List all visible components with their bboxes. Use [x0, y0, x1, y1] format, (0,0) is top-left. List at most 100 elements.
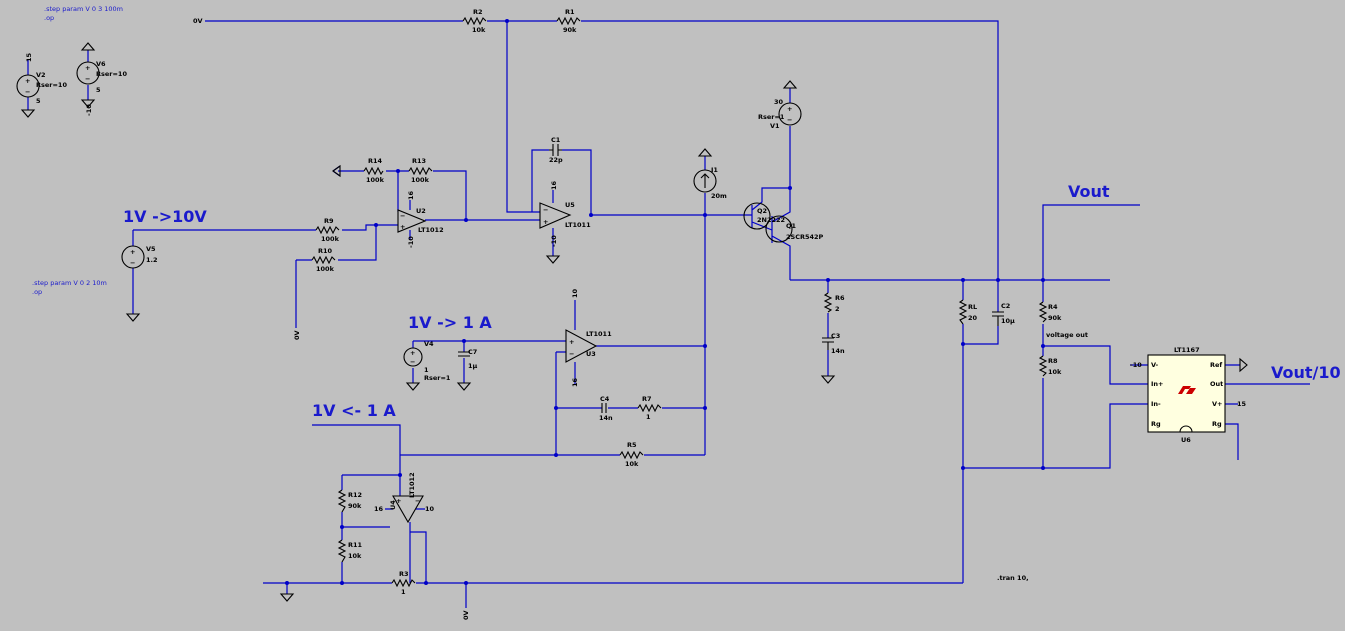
svg-text:−: − [569, 350, 574, 358]
U5-name: U5 [565, 201, 575, 209]
resistor-R1 [556, 16, 581, 26]
C4-value: 14n [599, 414, 613, 422]
svg-text:−: − [25, 88, 30, 96]
V1-name: V1 [770, 122, 780, 130]
U4-model: LT1012 [408, 472, 416, 498]
C3-value: 14n [831, 347, 845, 355]
voltage-source-V2: +− [16, 74, 40, 98]
C1-value: 22p [549, 156, 563, 164]
Q2-model: 2N2222 [757, 216, 785, 224]
R14-name: R14 [368, 157, 383, 165]
U3-model: LT1011 [586, 330, 612, 338]
capacitor-C4 [601, 403, 607, 413]
R14-value: 100k [366, 176, 385, 184]
R7-name: R7 [642, 395, 652, 403]
R4-name: R4 [1048, 303, 1058, 311]
R2-value: 10k [472, 26, 486, 34]
R3-value: 1 [401, 588, 406, 596]
net-0v-bottom: 0V [462, 610, 470, 620]
labels: .step param V 0 3 100m .op .step param V… [25, 5, 1341, 620]
R10-value: 100k [316, 265, 335, 273]
U6-pin-out: Out [1210, 380, 1223, 388]
svg-text:+: + [400, 223, 405, 231]
sources: +− +− +− +− +− [16, 42, 802, 367]
U2-vp: 16 [407, 190, 415, 200]
svg-text:−: − [130, 259, 135, 267]
R11-value: 10k [348, 552, 362, 560]
directive-step1: .step param V 0 3 100m [44, 5, 123, 13]
R4-value: 90k [1048, 314, 1062, 322]
capacitor-C3 [822, 337, 834, 350]
net-0v-top: 0V [193, 17, 203, 25]
R1-name: R1 [565, 8, 575, 16]
U6-pin-ref: Ref [1210, 361, 1222, 369]
resistor-R8 [1038, 355, 1048, 377]
V2-value: Rser=10 [36, 81, 67, 89]
U3-name: U3 [586, 350, 596, 358]
opamp-U5: −+ [539, 202, 572, 229]
R3-name: R3 [399, 570, 409, 578]
resistor-R7 [637, 403, 662, 413]
resistor-RL [958, 299, 968, 325]
U6-pin-inp: In+ [1151, 380, 1164, 388]
label-vout: Vout [1068, 182, 1110, 201]
transistor-Q2 [743, 202, 771, 230]
V6-n: -10 [85, 104, 93, 116]
capacitors [458, 144, 1004, 413]
resistor-R13 [408, 166, 433, 176]
directive-step2: .step param V 0 2 10m [32, 279, 107, 287]
C2-name: C2 [1001, 302, 1010, 310]
U6-pin-vp: V+ [1212, 400, 1222, 408]
R9-name: R9 [324, 217, 334, 225]
svg-text:+: + [396, 497, 401, 505]
resistor-R9 [315, 225, 340, 235]
svg-text:−: − [543, 206, 548, 214]
label-vin-ref: 1V ->10V [123, 207, 207, 226]
V6-name: V6 [96, 60, 106, 68]
R13-name: R13 [412, 157, 426, 165]
transistors [743, 202, 793, 243]
U2-model: LT1012 [418, 226, 444, 234]
U5-model: LT1011 [565, 221, 591, 229]
U3-vp: 10 [571, 288, 579, 298]
resistor-R4 [1038, 301, 1048, 323]
resistor-R5 [619, 450, 644, 460]
current-source-I1 [693, 169, 717, 193]
svg-text:+: + [25, 77, 30, 85]
R8-name: R8 [1048, 357, 1058, 365]
junctions [285, 19, 1045, 585]
capacitor-C2 [992, 311, 1004, 326]
directive-op2: .op [32, 288, 42, 296]
directive-op1: .op [44, 14, 54, 22]
R5-value: 10k [625, 460, 639, 468]
svg-text:−: − [410, 358, 415, 366]
U6-pin-inm: In- [1151, 400, 1161, 408]
resistor-R12 [337, 489, 347, 513]
svg-text:+: + [85, 64, 90, 72]
RL-name: RL [968, 303, 977, 311]
svg-text:+: + [130, 248, 135, 256]
C2-value: 10µ [1001, 317, 1015, 325]
opamp-U3: +− [565, 329, 598, 363]
U4-vp: 16 [374, 505, 384, 513]
U5-vn: -10 [550, 235, 558, 247]
voltage-source-V1: +− [778, 102, 802, 126]
C7-name: C7 [468, 348, 477, 356]
C1-name: C1 [551, 136, 561, 144]
V5-name: V5 [146, 245, 156, 253]
capacitor-C1 [549, 144, 562, 156]
U6-vp-val: 15 [1237, 400, 1247, 408]
R6-value: 2 [835, 305, 840, 313]
C3-name: C3 [831, 332, 840, 340]
svg-text:−: − [415, 497, 420, 505]
R11-name: R11 [348, 541, 363, 549]
V6-value: Rser=10 [96, 70, 127, 78]
U6-vm-val: -10 [1130, 361, 1142, 369]
R6-name: R6 [835, 294, 845, 302]
V6-p: 5 [96, 86, 101, 94]
Q2-name: Q2 [757, 207, 767, 215]
svg-text:+: + [569, 338, 574, 346]
resistors [311, 16, 1048, 588]
R5-name: R5 [627, 441, 637, 449]
